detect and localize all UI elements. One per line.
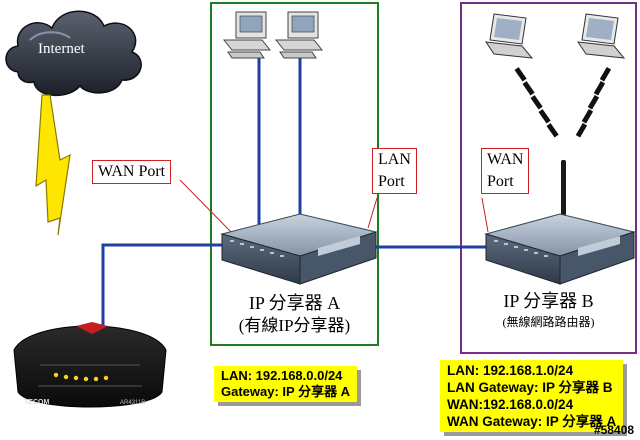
lan-port-a-label-line1: LAN: [378, 151, 411, 168]
router-b-note-line: WAN:192.168.0.0/24: [447, 397, 574, 412]
modem-brand: TECOM: [24, 399, 49, 406]
wan-port-b-leader: [481, 197, 489, 233]
router-a-name: IP 分享器 A: [248, 293, 341, 313]
router-a-label: IP 分享器 A (有線IP分享器): [211, 292, 378, 338]
laptop-2-icon: [576, 13, 626, 59]
wan-port-b-label-line2: Port: [487, 173, 514, 190]
router-b-group-frame: [460, 2, 637, 354]
wan-port-a-label: WAN Port: [98, 163, 166, 180]
router-b-note-line: LAN: 192.168.1.0/24: [447, 363, 574, 378]
network-links: [101, 58, 488, 335]
modem-logo-icon: [76, 322, 108, 334]
lan-port-a-leader: [367, 197, 378, 229]
router-a-note-line: LAN: 192.168.0.0/24: [221, 368, 343, 383]
router-b-note-line: WAN Gateway: IP 分享器 A: [447, 414, 617, 429]
modem-to-router-a-link: [101, 243, 222, 335]
laptop-1-icon: [484, 13, 534, 59]
router-a-note-line: Gateway: IP 分享器 A: [221, 384, 351, 399]
wifi-signal-icon: [514, 66, 612, 138]
router-a-config-note: LAN: 192.168.0.0/24 Gateway: IP 分享器 A: [214, 366, 358, 402]
internet-label: Internet: [38, 41, 85, 57]
wan-port-b-callout: WAN Port: [481, 148, 530, 194]
desktop-pc-2-icon: [274, 11, 324, 59]
watermark: #58408: [593, 423, 634, 437]
wan-port-a-callout: WAN Port: [92, 160, 172, 184]
router-a-device: [220, 213, 378, 285]
router-b-subtitle: (無線網路路由器): [502, 315, 595, 329]
lan-port-a-callout: LAN Port: [372, 148, 417, 194]
router-b-device: [484, 160, 636, 285]
modem-model: AR4311B: [120, 400, 145, 406]
router-b-name: IP 分享器 B: [503, 291, 594, 311]
router-b-note-line: LAN Gateway: IP 分享器 B: [447, 380, 613, 395]
wan-port-a-leader: [179, 179, 233, 234]
internet-cloud: [5, 10, 142, 97]
adsl-modem-device: TECOM AR4311B: [13, 322, 167, 408]
lan-port-a-label-line2: Port: [378, 173, 405, 190]
router-a-subtitle: (有線IP分享器): [238, 316, 351, 335]
desktop-pc-1-icon: [222, 11, 272, 59]
wan-port-b-label-line1: WAN: [487, 151, 524, 168]
router-b-label: IP 分享器 B (無線網路路由器): [461, 289, 636, 331]
lightning-bolt-icon: [35, 94, 71, 236]
router-b-config-note: LAN: 192.168.1.0/24 LAN Gateway: IP 分享器 …: [440, 360, 624, 432]
